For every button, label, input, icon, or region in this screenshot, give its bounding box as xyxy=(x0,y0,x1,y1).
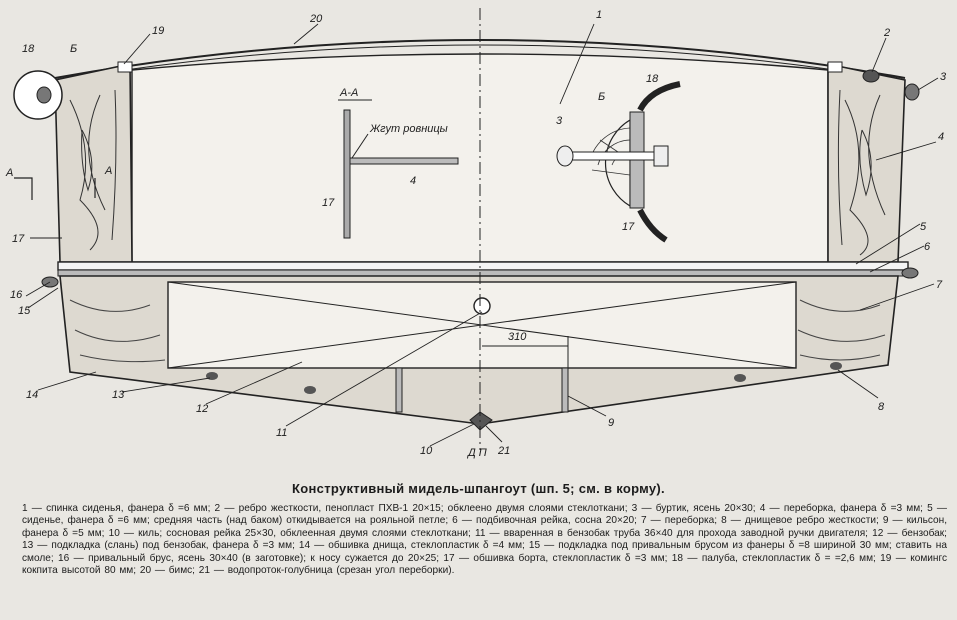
inset-b-title: Б xyxy=(598,91,605,103)
callout-15: 15 xyxy=(18,305,31,317)
detail-b-letter: Б xyxy=(70,43,77,55)
section-a-right: А xyxy=(104,165,112,177)
callout-7: 7 xyxy=(936,279,943,291)
inset-b-side xyxy=(637,208,668,243)
detail-b-bead xyxy=(36,86,52,104)
callout-8: 8 xyxy=(878,401,885,413)
inset-b-c3: 3 xyxy=(556,115,563,127)
callout-10: 10 xyxy=(420,445,433,457)
crank-tube xyxy=(473,297,491,315)
callout-18: 18 xyxy=(22,43,35,55)
keelson-right xyxy=(561,367,569,413)
fuel-tank-diag xyxy=(167,281,797,369)
keel xyxy=(469,411,493,431)
callout-3: 3 xyxy=(940,71,947,83)
midship-frame-drawing: 310 А А Б Д П А-А Жгут ровницы 4 17 Б 3 … xyxy=(5,8,947,459)
figure-legend: 1 — спинка сиденья, фанера δ =6 мм; 2 — … xyxy=(22,503,947,577)
inset-b-bolthead xyxy=(556,145,574,167)
keelson-left xyxy=(395,367,403,413)
inset-aa-title: А-А xyxy=(339,87,358,99)
batten xyxy=(57,269,909,277)
bottom-rib xyxy=(734,374,746,382)
inset-aa-web xyxy=(343,109,351,239)
callout-1: 1 xyxy=(596,9,602,21)
inset-b-deck xyxy=(637,81,681,112)
inset-aa-label: Жгут ровницы xyxy=(369,123,448,135)
left-wood-grain xyxy=(69,89,117,251)
inset-b-bolt xyxy=(569,151,667,161)
coaming-right xyxy=(827,61,843,73)
inset-aa-leader xyxy=(351,133,369,159)
figure-caption: Конструктивный мидель-шпангоут (шп. 5; с… xyxy=(292,481,665,496)
beam-arc-inner xyxy=(124,44,836,71)
callout-13: 13 xyxy=(112,389,125,401)
callout-11: 11 xyxy=(276,427,287,439)
inset-b-c18: 18 xyxy=(646,73,659,85)
callout-12: 12 xyxy=(196,403,208,415)
stiffener-rib xyxy=(862,69,880,83)
lower-grain-left xyxy=(69,299,166,363)
coaming-left xyxy=(117,61,133,73)
callout-5: 5 xyxy=(920,221,927,233)
callout-16: 16 xyxy=(10,289,23,301)
seat-plank xyxy=(57,261,909,271)
seat-back-panel xyxy=(131,53,829,263)
callout-19: 19 xyxy=(152,25,164,37)
inset-aa-c17: 17 xyxy=(322,197,335,209)
gunwale-right xyxy=(901,267,919,279)
callout-9: 9 xyxy=(608,417,614,429)
inset-aa-c4: 4 xyxy=(410,175,416,187)
callout-2: 2 xyxy=(883,27,890,39)
inset-aa-flange xyxy=(349,157,459,165)
inset-b-nut xyxy=(653,145,669,167)
bead-right xyxy=(904,83,920,101)
section-a-left: А xyxy=(5,167,13,179)
callout-4: 4 xyxy=(938,131,944,143)
callout-17: 17 xyxy=(12,233,25,245)
dp-mark: Д П xyxy=(466,447,487,459)
right-wood-grain xyxy=(837,89,886,256)
bottom-rib xyxy=(304,386,316,394)
dimension-value: 310 xyxy=(508,331,527,343)
inset-b-bead xyxy=(604,118,631,208)
callout-6: 6 xyxy=(924,241,931,253)
section-arrow-left xyxy=(14,177,33,200)
inset-b-c17: 17 xyxy=(622,221,635,233)
callout-20: 20 xyxy=(309,13,323,25)
lower-grain-right xyxy=(797,299,886,361)
callout-14: 14 xyxy=(26,389,38,401)
callout-21: 21 xyxy=(497,445,510,457)
left-hull-side xyxy=(54,63,133,263)
bottom-rib xyxy=(830,362,842,370)
